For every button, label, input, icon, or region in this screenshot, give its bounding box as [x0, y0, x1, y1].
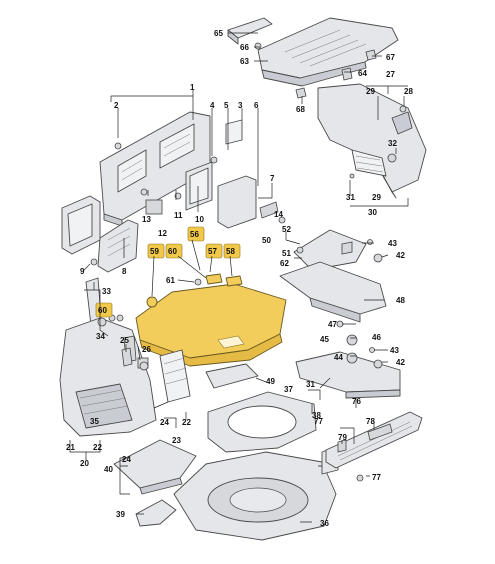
callout-20: 20: [80, 459, 89, 468]
rear-seat-back-trim: [61, 111, 286, 273]
left-side-trim-panel: [59, 277, 157, 437]
callout-43a: 43: [388, 239, 397, 248]
callout-61: 61: [166, 276, 175, 285]
callout-57: 57: [208, 247, 217, 256]
callout-42a: 42: [396, 251, 405, 260]
callout-52: 52: [282, 225, 291, 234]
callout-31a: 31: [346, 193, 355, 202]
callout-40: 40: [104, 465, 113, 474]
callout-76: 76: [352, 397, 361, 406]
callout-28: 28: [404, 87, 413, 96]
callout-37: 37: [284, 385, 293, 394]
callout-24a: 24: [160, 418, 169, 427]
callout-22a: 22: [93, 443, 102, 452]
callout-79: 79: [338, 433, 347, 442]
callout-63: 63: [240, 57, 249, 66]
callout-38: 38: [312, 411, 321, 420]
callout-56: 56: [190, 230, 199, 239]
callout-29a: 29: [366, 87, 375, 96]
callout-22b: 22: [182, 418, 191, 427]
callout-6: 6: [254, 101, 259, 110]
part-number-labels: 1 2 3 4 5 6 7 8 9 10 11 12 13 14 20 21 2…: [66, 29, 413, 528]
callout-2: 2: [114, 101, 119, 110]
callout-30: 30: [368, 208, 377, 217]
callout-21: 21: [66, 443, 75, 452]
callout-31b: 31: [306, 380, 315, 389]
callout-39: 39: [116, 510, 125, 519]
callout-49: 49: [266, 377, 275, 386]
callout-51: 51: [282, 249, 291, 258]
callout-32: 32: [388, 139, 397, 148]
callout-1: 1: [190, 83, 195, 92]
callout-78: 78: [366, 417, 375, 426]
callout-68: 68: [296, 105, 305, 114]
callout-62: 62: [280, 259, 289, 268]
callout-47: 47: [328, 320, 337, 329]
callout-35: 35: [90, 417, 99, 426]
callout-27: 27: [386, 70, 395, 79]
callout-26: 26: [142, 345, 151, 354]
callout-12: 12: [158, 229, 167, 238]
callout-9: 9: [80, 267, 85, 276]
callout-29b: 29: [372, 193, 381, 202]
callout-24b: 24: [122, 455, 131, 464]
callout-3: 3: [238, 101, 243, 110]
callout-42b: 42: [396, 358, 405, 367]
callout-60b: 60: [98, 306, 107, 315]
callout-45: 45: [320, 335, 329, 344]
callout-77b: 77: [372, 473, 381, 482]
callout-67: 67: [386, 53, 395, 62]
callout-7: 7: [270, 174, 275, 183]
callout-43b: 43: [390, 346, 399, 355]
callout-48: 48: [396, 296, 405, 305]
callout-44: 44: [334, 353, 343, 362]
callout-50: 50: [262, 236, 271, 245]
callout-66: 66: [240, 43, 249, 52]
callout-11: 11: [174, 211, 183, 220]
loading-sill-trim: [325, 411, 423, 482]
callout-23: 23: [172, 436, 181, 445]
callout-46: 46: [372, 333, 381, 342]
callout-36: 36: [320, 519, 329, 528]
callout-14: 14: [274, 210, 283, 219]
callout-64: 64: [358, 69, 367, 78]
callout-13: 13: [142, 215, 151, 224]
callout-5: 5: [224, 101, 229, 110]
callout-65: 65: [214, 29, 223, 38]
leader-lines: [69, 32, 409, 523]
callout-4: 4: [210, 101, 215, 110]
callout-59: 59: [150, 247, 159, 256]
callout-77a: 77: [314, 417, 323, 426]
callout-58: 58: [226, 247, 235, 256]
right-floor-supports: [279, 229, 401, 399]
callout-34: 34: [96, 332, 105, 341]
callout-25: 25: [120, 336, 129, 345]
callout-8: 8: [122, 267, 127, 276]
callout-33: 33: [102, 287, 111, 296]
callout-60a: 60: [168, 247, 177, 256]
callout-10: 10: [195, 215, 204, 224]
right-side-trim-panel: [317, 83, 427, 199]
